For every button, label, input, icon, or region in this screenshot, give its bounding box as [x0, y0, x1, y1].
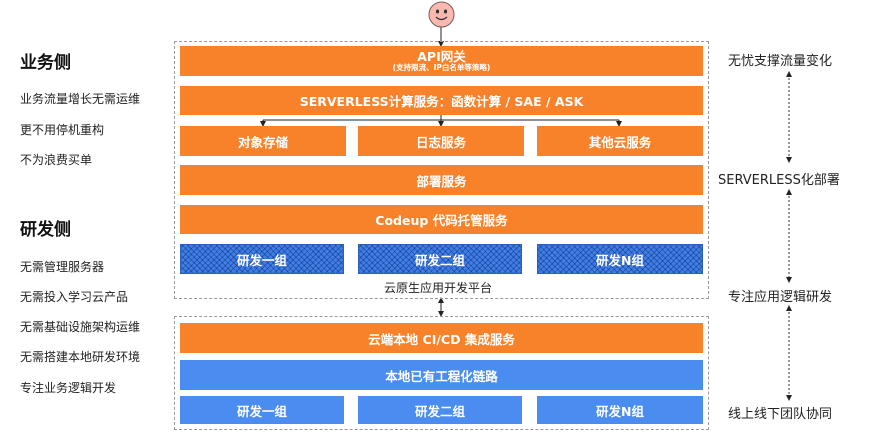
- dev-side-title: 研发侧: [20, 220, 71, 240]
- object-storage-bar: 对象存储: [180, 126, 346, 156]
- business-side-title: 业务侧: [20, 53, 71, 73]
- other-cloud-services-bar: 其他云服务: [537, 126, 703, 156]
- dev-item-4: 无需搭建本地研发环境: [20, 350, 141, 364]
- cloud-native-platform-container: [174, 41, 709, 299]
- dev-item-5: 专注业务逻辑开发: [20, 381, 117, 395]
- business-item-2: 更不用停机重构: [20, 123, 105, 137]
- lower-team-n-bar: 研发N组: [537, 396, 703, 424]
- dev-item-1: 无需管理服务器: [20, 260, 105, 274]
- log-service-bar: 日志服务: [358, 126, 524, 156]
- api-gateway-subtitle: (支持限流、IP白名单等策略): [392, 62, 491, 72]
- right-label-team-collab: 线上线下团队协同: [728, 407, 833, 422]
- codeup-hosting-bar: Codeup 代码托管服务: [180, 205, 703, 234]
- upper-team-n-bar: 研发N组: [537, 244, 703, 274]
- lower-team-2-bar: 研发二组: [358, 396, 522, 424]
- upper-team-2-bar: 研发二组: [358, 244, 522, 274]
- right-label-serverless-deploy: SERVERLESS化部署: [718, 173, 840, 188]
- right-label-focus-logic: 专注应用逻辑研发: [728, 290, 833, 305]
- dev-item-2: 无需投入学习云产品: [20, 290, 129, 304]
- right-label-traffic: 无忧支撑流量变化: [728, 54, 833, 69]
- serverless-compute-bar: SERVERLESS计算服务：函数计算 / SAE / ASK: [180, 86, 703, 115]
- business-item-1: 业务流量增长无需运维: [20, 92, 141, 106]
- lower-team-1-bar: 研发一组: [180, 396, 344, 424]
- local-engineering-container: [174, 316, 709, 430]
- api-gateway-bar: API网关 (支持限流、IP白名单等策略): [180, 46, 703, 76]
- local-toolchain-bar: 本地已有工程化链路: [180, 360, 703, 390]
- deploy-service-bar: 部署服务: [180, 165, 703, 195]
- cicd-integration-bar: 云端本地 CI/CD 集成服务: [180, 323, 703, 353]
- platform-label: 云原生应用开发平台: [384, 281, 493, 295]
- business-item-3: 不为浪费买单: [20, 153, 93, 167]
- api-gateway-title: API网关: [417, 48, 466, 64]
- dev-item-3: 无需基础设施架构运维: [20, 320, 141, 334]
- upper-team-1-bar: 研发一组: [180, 244, 344, 274]
- user-smiley-icon: [428, 1, 455, 28]
